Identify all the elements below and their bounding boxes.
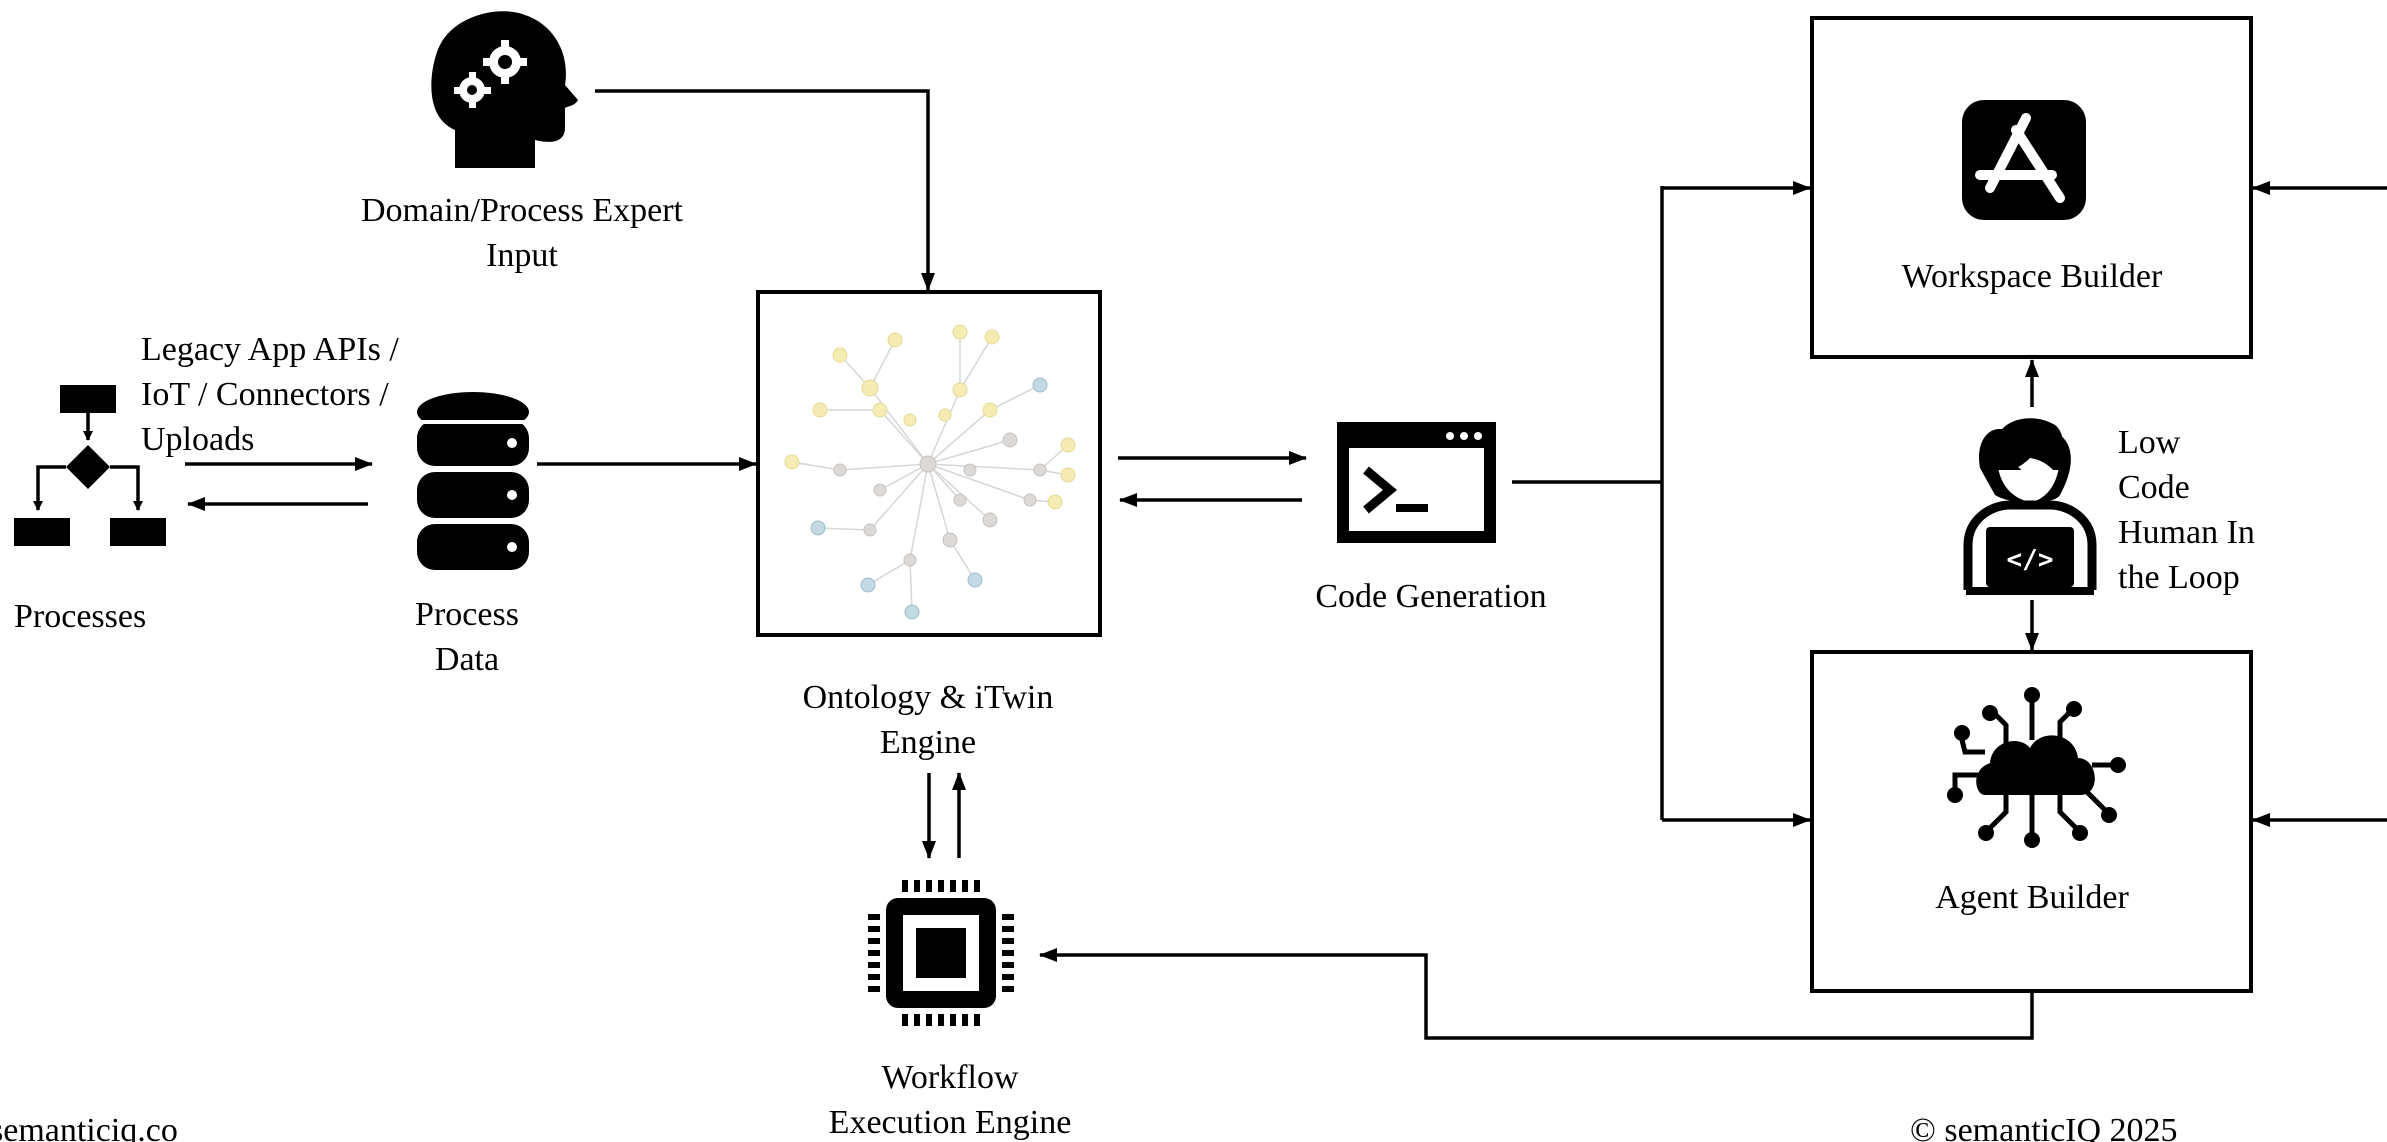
- agent-to-workflow-arrow: [1039, 948, 2034, 1040]
- workspace-builder-node: Workspace Builder: [1810, 16, 2253, 359]
- agent-builder-label: Agent Builder: [1935, 879, 2129, 916]
- cpu-chip-icon: [868, 880, 1014, 1026]
- process-data-label-line1: Process: [415, 596, 519, 633]
- low-code-label-line3: Human In: [2118, 514, 2255, 551]
- app-store-icon: [1962, 100, 2086, 220]
- developer-laptop-icon: </>: [1963, 418, 2097, 595]
- process-data-label-line2: Data: [435, 641, 499, 678]
- database-icon: [417, 392, 529, 570]
- workspace-builder-label: Workspace Builder: [1902, 258, 2163, 295]
- processes-node: Processes: [14, 385, 166, 635]
- expert-to-ontology-arrow: [595, 89, 935, 291]
- process-data-node: Process Data: [415, 392, 529, 678]
- expert-node: Domain/Process Expert Input: [361, 11, 684, 274]
- website-label: semanticiq.co: [0, 1112, 178, 1142]
- expert-label-line1: Domain/Process Expert: [361, 192, 684, 229]
- sources-label: Legacy App APIs / IoT / Connectors / Upl…: [141, 331, 399, 458]
- connectors: [185, 89, 2387, 1040]
- sources-label-line3: Uploads: [141, 421, 254, 458]
- terminal-icon: [1337, 422, 1496, 543]
- agent-builder-node: Agent Builder: [1810, 650, 2253, 993]
- svg-text:</>: </>: [2007, 545, 2054, 575]
- workflow-label-line2: Execution Engine: [829, 1104, 1072, 1141]
- cloud-network-icon: [1947, 687, 2126, 848]
- ontology-label-line2: Engine: [880, 724, 976, 761]
- code-generation-label: Code Generation: [1315, 578, 1546, 615]
- flowchart-icon: [14, 385, 166, 546]
- ontology-graph-image: [784, 324, 1076, 620]
- low-code-node: </> Low Code Human In the Loop: [1963, 418, 2255, 596]
- workflow-label-line1: Workflow: [881, 1059, 1018, 1096]
- workflow-engine-node: Workflow Execution Engine: [829, 880, 1072, 1141]
- low-code-label-line4: the Loop: [2118, 559, 2240, 596]
- ontology-node: Ontology & iTwin Engine: [756, 290, 1102, 761]
- head-gears-icon: [431, 11, 578, 168]
- copyright-label: © semanticIQ 2025: [1910, 1112, 2178, 1142]
- code-generation-node: Code Generation: [1315, 422, 1547, 615]
- ontology-label-line1: Ontology & iTwin: [803, 679, 1054, 716]
- low-code-label-line2: Code: [2118, 469, 2190, 506]
- low-code-label-line1: Low: [2118, 424, 2181, 461]
- sources-label-line1: Legacy App APIs /: [141, 331, 399, 368]
- expert-label-line2: Input: [486, 237, 558, 274]
- sources-label-line2: IoT / Connectors /: [141, 376, 389, 413]
- processes-label: Processes: [14, 598, 146, 635]
